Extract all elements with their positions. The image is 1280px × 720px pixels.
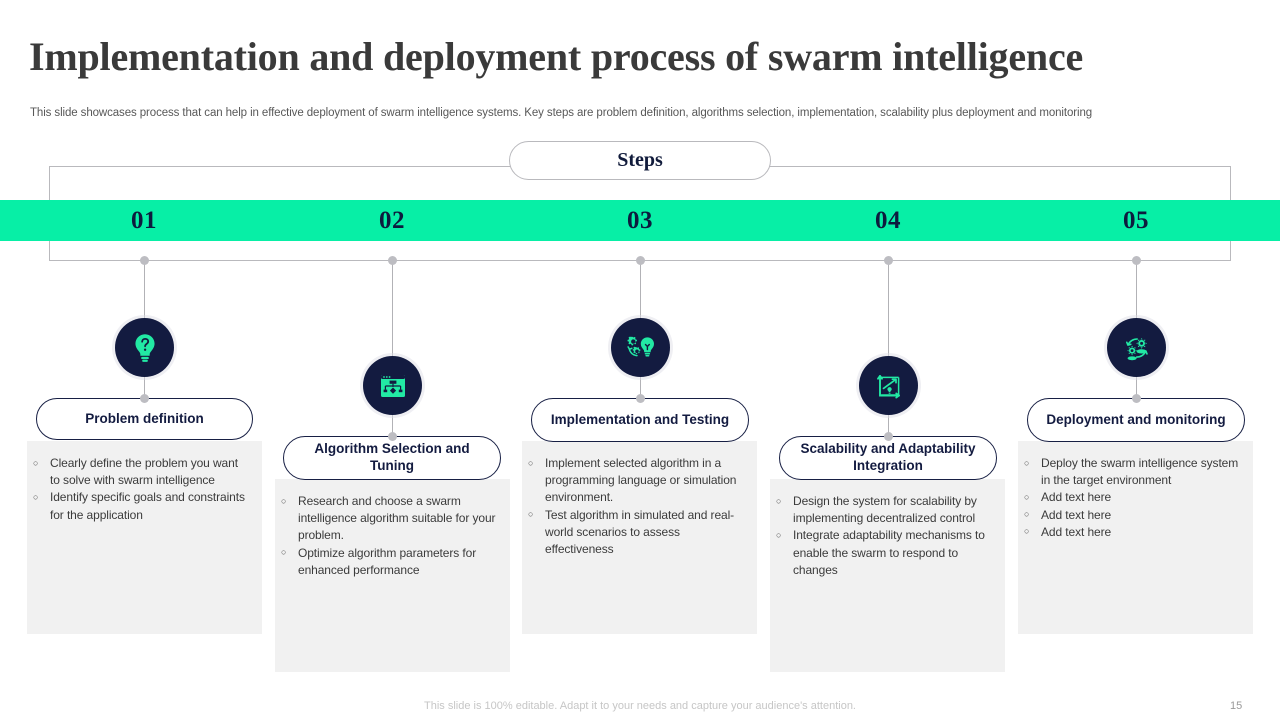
connector-dot-top-05 [1132,256,1141,265]
list-item: Identify specific goals and constraints … [27,489,250,523]
connector-dot-top-04 [884,256,893,265]
step-number-03: 03 [627,206,653,234]
connector-line-04 [888,261,889,436]
step-label-04: Scalability and Adaptability Integration [800,441,976,473]
step-bullet-list-01: Clearly define the problem you want to s… [27,454,250,524]
step-content-box-05: Deploy the swarm intelligence system in … [1018,441,1253,634]
step-content-box-01: Clearly define the problem you want to s… [27,441,262,634]
steps-banner-label: Steps [617,149,663,171]
step-icon-circle-02[interactable] [363,356,422,415]
list-item: Add text here [1018,523,1241,541]
connector-dot-bottom-04 [884,432,893,441]
step-bullet-list-04: Design the system for scalability by imp… [770,492,993,579]
scalability-growth-chart-icon [873,370,905,402]
step-label-02: Algorithm Selection and Tuning [314,441,470,473]
steps-banner-pill: Steps [509,141,771,180]
step-content-box-04: Design the system for scalability by imp… [770,479,1005,672]
step-content-box-03: Implement selected algorithm in a progra… [522,441,757,634]
footer-note: This slide is 100% editable. Adapt it to… [424,700,856,712]
step-label-05: Deployment and monitoring [1046,411,1226,427]
list-item: Integrate adaptability mechanisms to ena… [770,527,993,579]
gears-lightbulb-icon [624,331,658,365]
connector-dot-bottom-01 [140,394,149,403]
list-item: Research and choose a swarm intelligence… [275,493,498,545]
step-number-02: 02 [379,206,405,234]
step-label-03: Implementation and Testing [550,411,730,427]
step-number-05: 05 [1123,206,1149,234]
page-number: 15 [1230,700,1243,712]
list-item: Optimize algorithm parameters for enhanc… [275,544,498,579]
step-bullet-list-03: Implement selected algorithm in a progra… [522,455,745,558]
step-label-pill-05[interactable]: Deployment and monitoring [1027,398,1245,442]
page-title: Implementation and deployment process of… [29,34,1084,79]
list-item: Design the system for scalability by imp… [770,492,993,527]
list-item: Clearly define the problem you want to s… [27,454,250,489]
step-bullet-list-05: Deploy the swarm intelligence system in … [1018,454,1241,541]
connector-dot-top-01 [140,256,149,265]
page-subtitle: This slide showcases process that can he… [30,107,1093,119]
connector-dot-bottom-02 [388,432,397,441]
step-icon-circle-04[interactable] [859,356,918,415]
step-bullet-list-02: Research and choose a swarm intelligence… [275,493,498,579]
step-icon-circle-01[interactable] [115,318,174,377]
connector-line-02 [392,261,393,436]
step-content-box-02: Research and choose a swarm intelligence… [275,479,510,672]
connector-dot-bottom-03 [636,394,645,403]
step-label-pill-01[interactable]: Problem definition [36,398,253,440]
list-item: Implement selected algorithm in a progra… [522,455,745,507]
connector-dot-top-02 [388,256,397,265]
step-number-01: 01 [131,206,157,234]
list-item: Test algorithm in simulated and real-wor… [522,506,745,559]
step-number-04: 04 [875,206,901,234]
step-icon-circle-05[interactable] [1107,318,1166,377]
connector-dot-bottom-05 [1132,394,1141,403]
algorithm-flowchart-icon [377,370,409,402]
step-label-pill-03[interactable]: Implementation and Testing [531,398,749,442]
step-label-pill-02[interactable]: Algorithm Selection and Tuning [283,436,501,480]
lightbulb-question-icon [128,331,162,365]
deployment-gears-cycle-icon [1120,331,1154,365]
list-item: Add text here [1018,506,1241,524]
step-label-pill-04[interactable]: Scalability and Adaptability Integration [779,436,997,480]
green-number-band [0,200,1280,241]
connector-dot-top-03 [636,256,645,265]
list-item: Deploy the swarm intelligence system in … [1018,454,1241,489]
step-label-01: Problem definition [85,410,204,426]
step-icon-circle-03[interactable] [611,318,670,377]
list-item: Add text here [1018,489,1241,506]
